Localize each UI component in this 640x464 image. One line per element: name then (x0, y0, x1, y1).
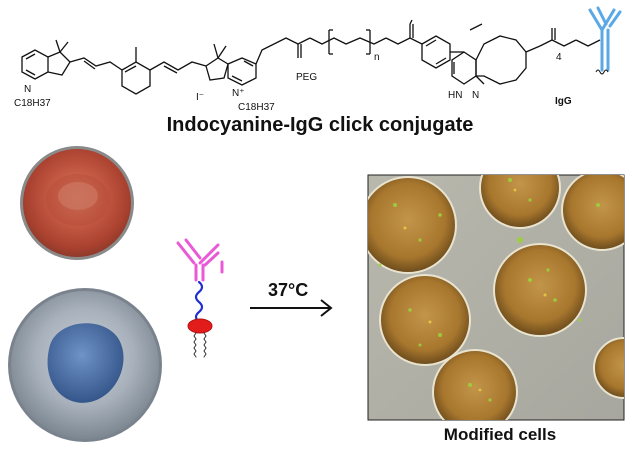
right-n-plus-label: N⁺ (232, 88, 245, 99)
peg-chain (273, 29, 387, 58)
repeat-4-label: 4 (556, 52, 562, 63)
anchor-ellipse (187, 318, 213, 334)
left-nitrogen-label: N (24, 84, 31, 95)
red-blood-cell (20, 146, 134, 260)
micrograph-panel (367, 174, 625, 421)
repeat-n-label: n (374, 52, 380, 63)
phenyl-ring (421, 35, 464, 69)
center-cyclohexene (121, 47, 151, 95)
chemical-structure (21, 19, 577, 95)
left-indoline-ring (21, 39, 123, 80)
left-alkyl-chain-label: C18H37 (14, 98, 51, 109)
micrograph-caption: Modified cells (443, 425, 557, 444)
igg-label: IgG (555, 96, 572, 107)
hn-label: HN (448, 90, 462, 101)
reaction-temperature: 37°C (268, 280, 309, 300)
amide-2 (385, 19, 423, 45)
wavy-attachment (595, 69, 609, 75)
structure-labels: N C18H37 I⁻ N⁺ C18H37 PEG n HN N 4 IgG (14, 52, 572, 113)
right-alkyl-chain-label: C18H37 (238, 102, 275, 113)
iodide-label: I⁻ (196, 92, 204, 103)
conjugate-title: Indocyanine-IgG click conjugate (166, 114, 474, 136)
peg4-tail (575, 39, 601, 47)
carbamate-peg4 (539, 28, 577, 47)
nucleated-cell (8, 288, 162, 442)
conjugate-icon (176, 238, 224, 358)
n-label: N (472, 90, 479, 101)
antibody-fab-arms (176, 238, 224, 282)
lipid-tails (193, 332, 207, 358)
peg-label: PEG (296, 72, 317, 83)
reaction-arrow (250, 299, 333, 317)
igg-antibody-icon (588, 6, 622, 72)
peg-linker-squiggle (194, 280, 204, 324)
peg4-linker (469, 23, 483, 31)
pyridazine-cyclooctane (451, 35, 541, 85)
right-indolium-ring (205, 43, 275, 86)
